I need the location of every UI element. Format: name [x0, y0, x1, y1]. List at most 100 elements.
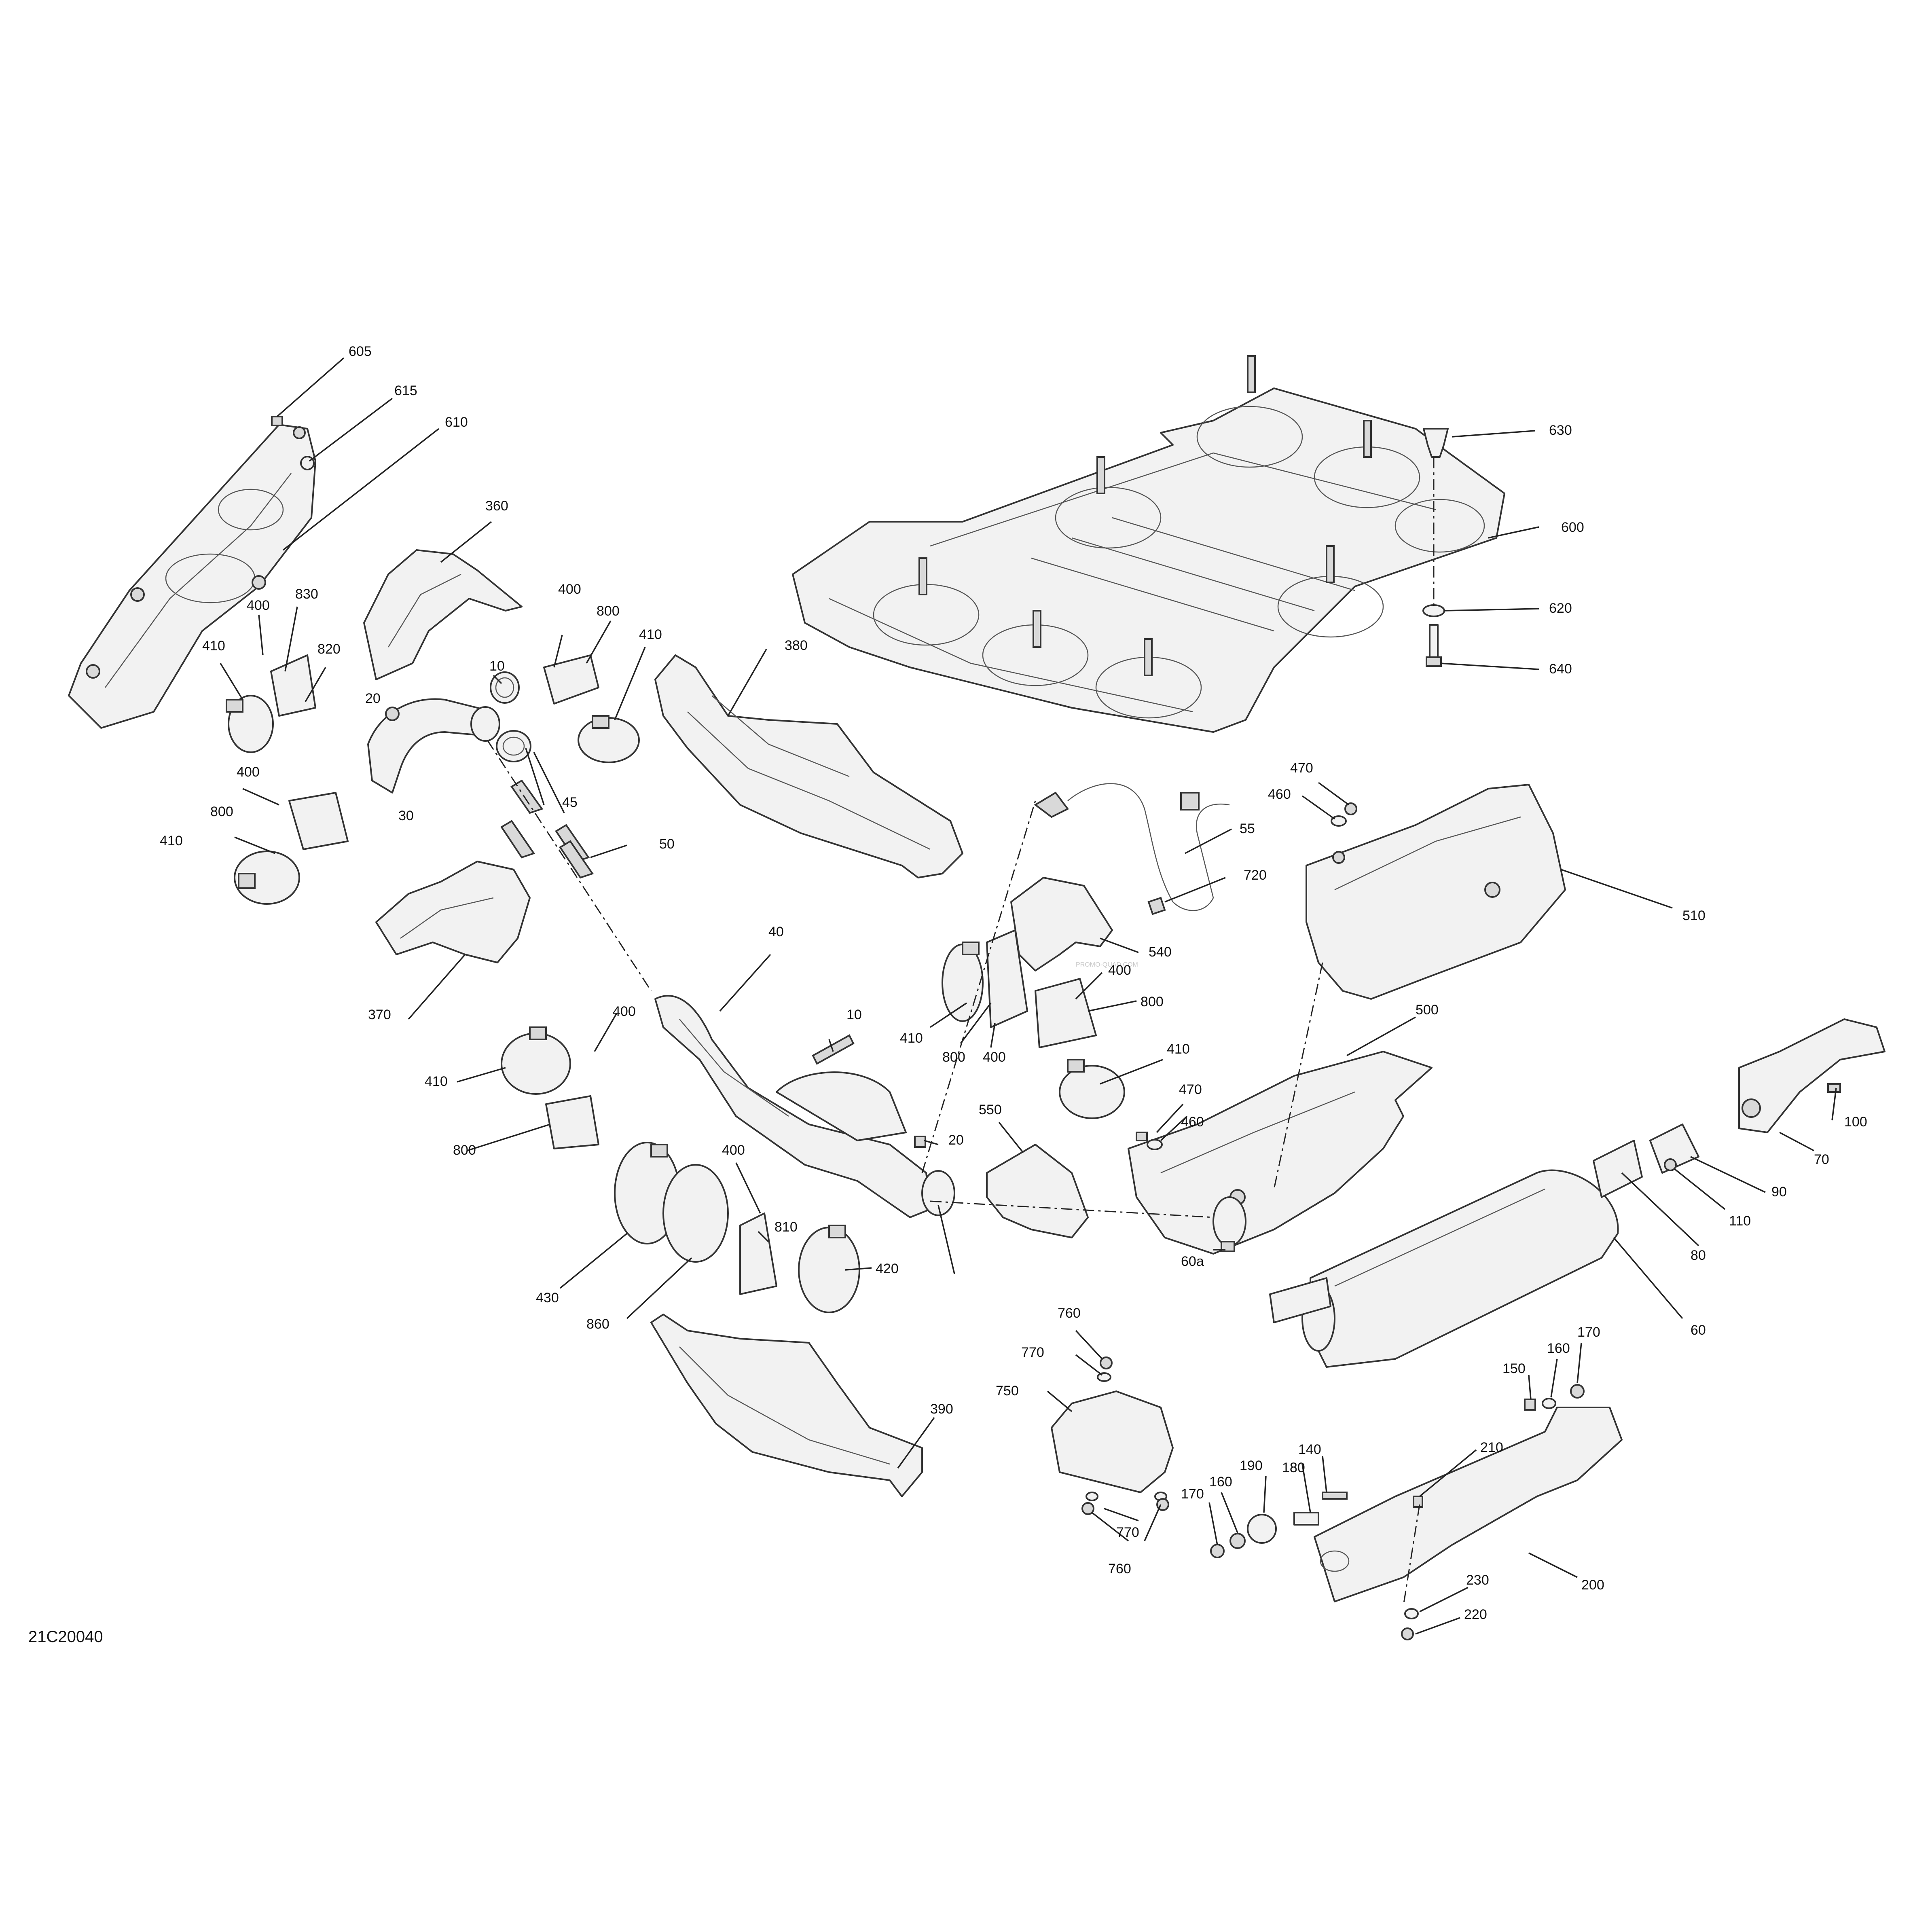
label-470-a: 470 — [1290, 760, 1313, 776]
washer-460-a — [1331, 815, 1347, 827]
clamp-410-d — [942, 942, 984, 1022]
label-820: 820 — [317, 641, 341, 657]
label-10-a: 10 — [489, 658, 505, 674]
heat-shield-610 — [68, 424, 316, 729]
label-210: 210 — [1480, 1440, 1503, 1455]
label-410-d: 410 — [1167, 1041, 1190, 1057]
nut-170 — [1570, 1384, 1585, 1399]
label-140: 140 — [1298, 1442, 1321, 1457]
label-90: 90 — [1771, 1184, 1787, 1200]
label-540: 540 — [1149, 944, 1172, 960]
label-770-a: 770 — [1021, 1345, 1044, 1360]
nut-20-b — [914, 1136, 926, 1148]
label-860: 860 — [586, 1316, 609, 1332]
label-760-a: 760 — [1058, 1306, 1081, 1321]
label-510: 510 — [1682, 908, 1706, 923]
clamp-half-800-c — [986, 929, 1028, 1028]
clamp-half-800-e — [545, 1095, 599, 1149]
label-760-b: 760 — [1108, 1561, 1131, 1576]
label-360: 360 — [485, 498, 508, 514]
fasteners-760-770 — [1081, 1356, 1169, 1515]
label-470-b: 470 — [1179, 1082, 1202, 1097]
push-rivet-630 — [1423, 428, 1449, 458]
label-45: 45 — [562, 795, 578, 810]
label-160-a: 160 — [1547, 1341, 1570, 1356]
bolt-470-b — [1136, 1132, 1148, 1141]
alignment-lines — [487, 457, 1435, 1606]
washer-620 — [1422, 604, 1445, 617]
label-55: 55 — [1240, 821, 1255, 836]
label-410-f: 410 — [425, 1074, 448, 1089]
bolt-150 — [1524, 1399, 1536, 1411]
label-230: 230 — [1466, 1572, 1489, 1588]
gasket-90 — [1649, 1124, 1699, 1174]
label-400-f: 400 — [613, 1004, 636, 1019]
label-720: 720 — [1244, 868, 1267, 883]
label-170-b: 170 — [1181, 1486, 1204, 1502]
label-410-c: 410 — [639, 627, 662, 642]
bolt-210 — [1413, 1496, 1423, 1508]
label-630: 630 — [1549, 423, 1572, 438]
label-600: 600 — [1561, 520, 1584, 535]
label-400-d: 400 — [1108, 963, 1131, 978]
label-400-e: 400 — [983, 1050, 1006, 1065]
clamp-410-f — [501, 1026, 571, 1095]
label-430: 430 — [536, 1290, 559, 1306]
clamp-410-c — [578, 715, 640, 763]
heat-shield-510 — [1306, 784, 1566, 1000]
label-190: 190 — [1240, 1458, 1263, 1473]
bolt-100 — [1827, 1083, 1841, 1093]
label-750: 750 — [996, 1383, 1019, 1399]
label-10-b: 10 — [846, 1007, 862, 1022]
heat-shield-390 — [650, 1314, 923, 1497]
label-400-g: 400 — [722, 1143, 745, 1158]
label-20-a: 20 — [365, 691, 381, 706]
label-170-a: 170 — [1577, 1325, 1600, 1340]
label-800-d: 800 — [942, 1050, 965, 1065]
tailpipe-80 — [1593, 1140, 1643, 1198]
label-500: 500 — [1416, 1002, 1439, 1018]
clamp-860 — [662, 1164, 729, 1263]
label-30: 30 — [398, 808, 414, 823]
seal-ring-45 — [496, 730, 531, 762]
clamp-half-810 — [739, 1213, 777, 1295]
watermark: PROMO-QUAD.COM — [1076, 961, 1138, 968]
label-800-a: 800 — [210, 804, 233, 819]
nut-20 — [385, 707, 400, 721]
clamp-half-800-b — [288, 792, 349, 850]
bolt-605 — [271, 416, 283, 426]
label-380: 380 — [785, 638, 808, 653]
label-800-e: 800 — [453, 1143, 476, 1158]
label-460-a: 460 — [1268, 787, 1291, 802]
heat-shield-500 — [1128, 1051, 1433, 1255]
clamp-half-800-d — [1035, 978, 1097, 1048]
clamp-410-b — [234, 851, 300, 905]
label-390: 390 — [930, 1401, 953, 1417]
label-610: 610 — [445, 415, 468, 430]
label-40: 40 — [768, 924, 784, 940]
heat-shield-360 — [363, 549, 523, 680]
label-770-b: 770 — [1116, 1525, 1139, 1540]
label-400-b: 400 — [237, 764, 260, 780]
label-80: 80 — [1691, 1248, 1706, 1263]
clamp-shield-820-830 — [270, 654, 316, 717]
catalyst-pipe-40 — [654, 995, 955, 1218]
callout-labels: 605 615 610 360 400 830 820 410 400 800 … — [160, 344, 1867, 1622]
label-160-b: 160 — [1209, 1474, 1232, 1490]
cable-tie-720 — [1147, 897, 1166, 915]
muffler-60 — [1269, 1169, 1619, 1368]
label-800-c: 800 — [1141, 994, 1164, 1009]
label-640: 640 — [1549, 661, 1572, 677]
washer-460-b — [1147, 1139, 1163, 1150]
label-420: 420 — [876, 1261, 899, 1276]
skid-plate-studs — [918, 355, 1372, 676]
label-400-a: 400 — [247, 598, 270, 613]
heat-shield-370 — [375, 861, 531, 963]
bracket-200 — [1314, 1407, 1623, 1602]
diagram-code: 21C20040 — [28, 1628, 103, 1646]
label-70: 70 — [1814, 1152, 1829, 1167]
label-100: 100 — [1844, 1114, 1867, 1130]
label-605: 605 — [349, 344, 372, 359]
label-220: 220 — [1464, 1607, 1487, 1622]
